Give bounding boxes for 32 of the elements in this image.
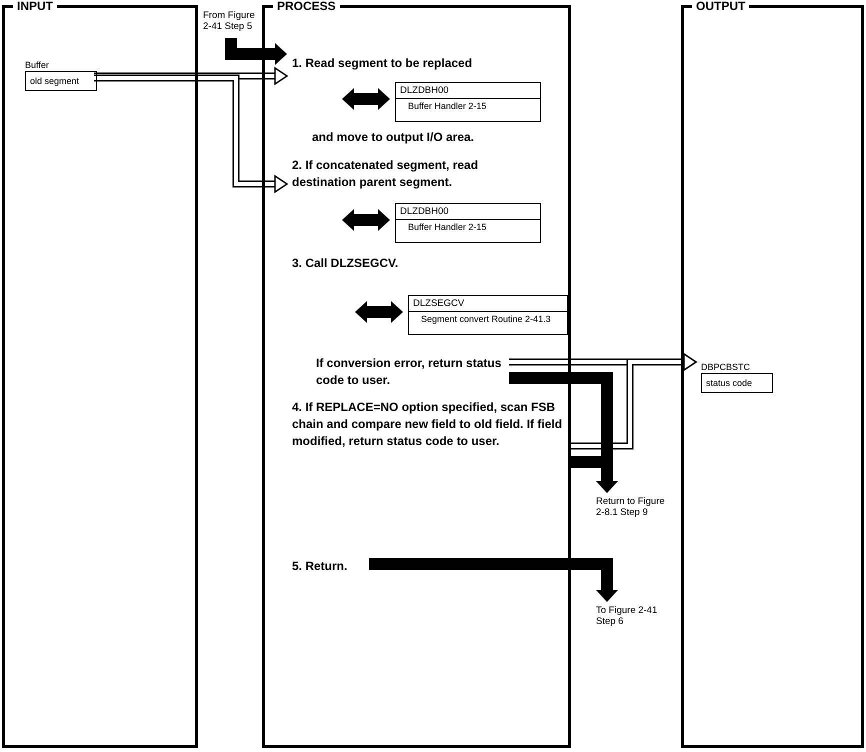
- step-text: 2. If concatenated segment, read destination parent segment.: [292, 157, 532, 193]
- step-text: and move to output I/O area.: [312, 129, 552, 147]
- module-description: Buffer Handler 2-15: [407, 100, 488, 111]
- module-box: [408, 295, 568, 335]
- thick-arrow: [569, 456, 618, 493]
- module-box: [395, 203, 541, 243]
- data-field: old segment: [25, 71, 97, 91]
- data-field: status code: [701, 373, 773, 393]
- reference-text: Return to Figure 2-8.1 Step 9: [596, 496, 666, 540]
- reference-text: From Figure 2-41 Step 5: [203, 10, 265, 36]
- module-name: DLZDBH00: [396, 204, 540, 220]
- thick-arrow: [355, 301, 403, 323]
- reference-text: To Figure 2-41 Step 6: [596, 605, 666, 635]
- hollow-arrow: [94, 66, 288, 86]
- module-description: Segment convert Routine 2-41.3: [420, 313, 552, 324]
- hollow-arrow: [569, 352, 698, 450]
- thick-arrow: [225, 38, 287, 65]
- step-text: 4. If REPLACE=NO option specified, scan FSB chain and compare new field to old field. If field modified, return status code to user.: [292, 399, 572, 475]
- thick-arrow: [342, 209, 390, 231]
- thick-arrow: [342, 88, 390, 110]
- thick-arrow: [369, 558, 618, 602]
- module-description: Buffer Handler 2-15: [407, 221, 488, 232]
- step-text: 1. Read segment to be replaced: [292, 55, 554, 85]
- data-name: DBPCBSTC: [701, 361, 752, 373]
- module-name: DLZSEGCV: [409, 296, 567, 312]
- module-box: [395, 82, 541, 122]
- step-text: 3. Call DLZSEGCV.: [292, 255, 492, 275]
- data-name: Buffer: [25, 59, 50, 71]
- step-text: 5. Return.: [292, 558, 372, 578]
- step-text: If conversion error, return status code to user.: [316, 355, 531, 391]
- hollow-arrow: [94, 74, 288, 194]
- module-name: DLZDBH00: [396, 83, 540, 99]
